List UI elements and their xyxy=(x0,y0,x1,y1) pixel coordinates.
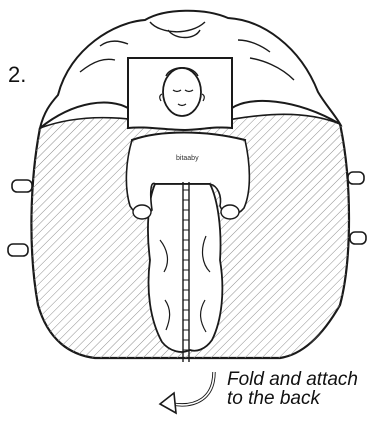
baby-hand-right xyxy=(221,205,239,219)
caption-line-2: to the back xyxy=(227,389,371,408)
baby-hand-left xyxy=(133,205,151,219)
instruction-caption: Fold and attach to the back xyxy=(227,370,371,408)
curved-arrow-icon xyxy=(160,372,214,413)
brand-label: bitaaby xyxy=(176,155,199,162)
step-number: 2. xyxy=(8,62,26,88)
baby-body xyxy=(148,184,222,352)
caption-line-1: Fold and attach xyxy=(227,370,371,389)
